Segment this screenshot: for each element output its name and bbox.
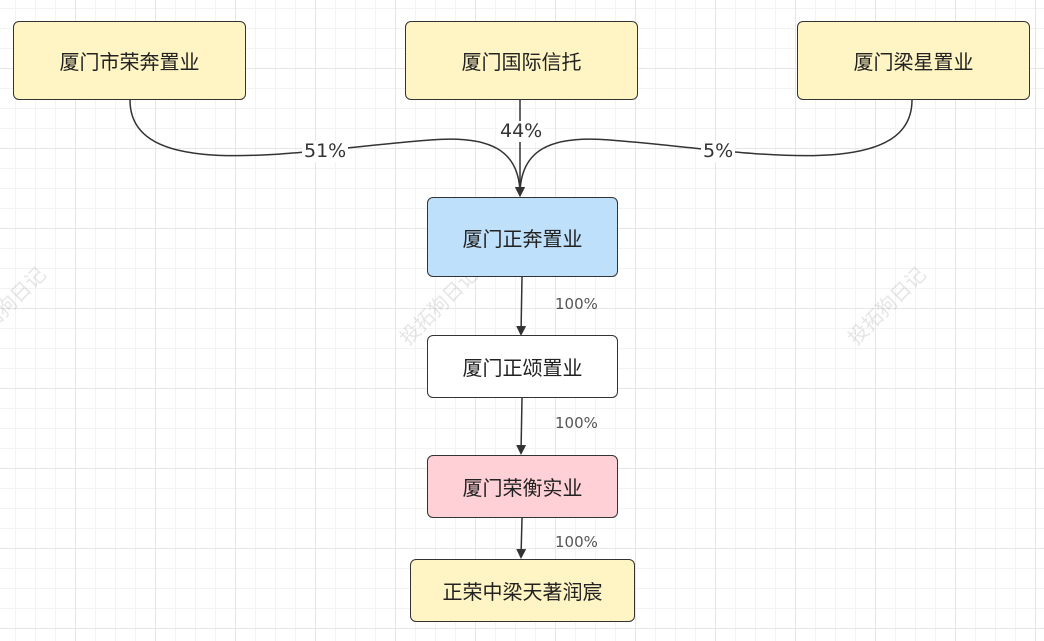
edge-zhengben-to-zhengsong bbox=[516, 276, 527, 336]
edge-label-zhengsong-100: 100% bbox=[555, 414, 598, 432]
edge-liangxing-to-zhengben bbox=[515, 99, 913, 197]
node-zhengsong[interactable]: 厦门正颂置业 bbox=[427, 335, 618, 398]
node-itic[interactable]: 厦门国际信托 bbox=[405, 21, 638, 100]
edge-label-44: 44% bbox=[498, 120, 545, 142]
node-project[interactable]: 正荣中梁天著润宸 bbox=[410, 559, 635, 622]
node-rongheng[interactable]: 厦门荣衡实业 bbox=[427, 455, 618, 518]
edge-label-rongheng-100: 100% bbox=[555, 533, 598, 551]
edge-label-zhengben-100: 100% bbox=[555, 295, 598, 313]
edge-label-5: 5% bbox=[701, 140, 736, 162]
node-zhengben[interactable]: 厦门正奔置业 bbox=[427, 197, 618, 277]
edge-rongheng-to-project bbox=[516, 517, 527, 559]
node-rongben[interactable]: 厦门市荣奔置业 bbox=[13, 21, 246, 100]
node-liangxing[interactable]: 厦门梁星置业 bbox=[797, 21, 1030, 100]
edge-rongben-to-zhengben bbox=[129, 99, 525, 197]
edge-zhengsong-to-rongheng bbox=[516, 397, 527, 455]
edge-label-51: 51% bbox=[302, 140, 349, 162]
